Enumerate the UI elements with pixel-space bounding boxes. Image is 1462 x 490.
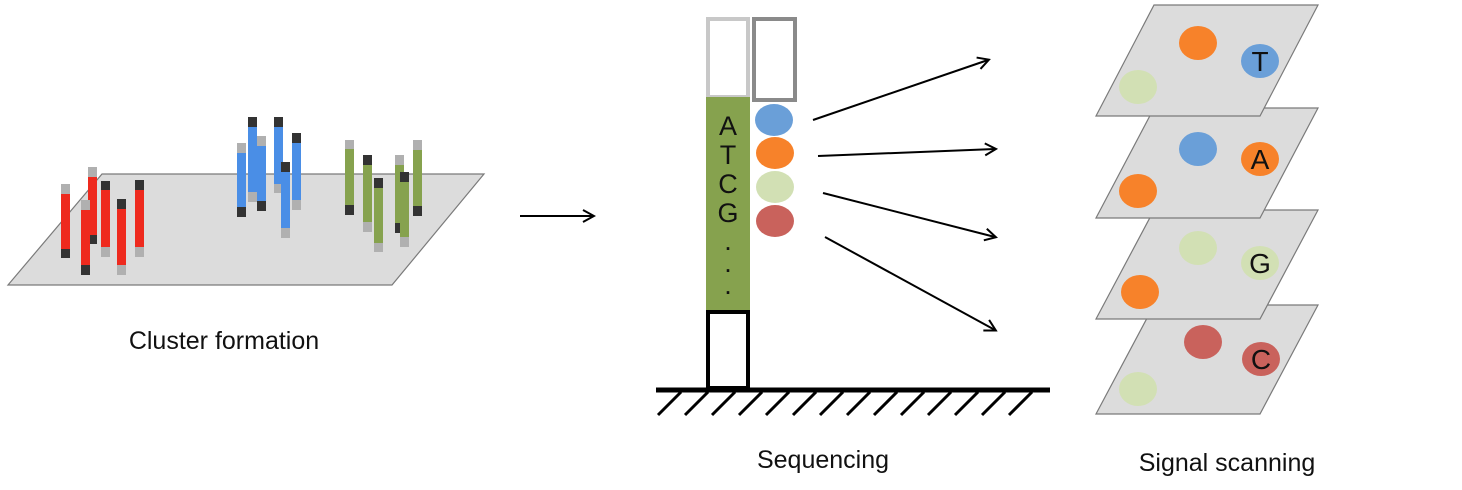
- blue-cluster: [237, 117, 301, 238]
- signal-arrow: [817, 149, 995, 157]
- signal-arrow: [824, 236, 995, 330]
- signal-scanning-panel: C G A T Signal scanning: [1095, 4, 1319, 477]
- badge-circle-g: [1241, 246, 1279, 280]
- signal-arrows: [812, 60, 995, 330]
- badge-circle-t: [1241, 44, 1279, 78]
- cluster-formation-label: Cluster formation: [129, 327, 319, 355]
- template-strand-anchor: [706, 310, 750, 390]
- sequence-letter: T: [720, 140, 737, 170]
- red-strand: [88, 167, 97, 244]
- red-strand: [117, 199, 126, 275]
- blue-strand: [292, 133, 301, 210]
- badge-circle-c: [1242, 342, 1280, 376]
- scan-panel-t: T: [1095, 4, 1319, 117]
- sequence-letter: A: [719, 111, 737, 141]
- sequence-letter: G: [717, 198, 738, 228]
- signal-arrow: [822, 192, 995, 237]
- sequencing-label: Sequencing: [757, 446, 889, 474]
- scan-panel-c: C: [1095, 304, 1319, 415]
- scan-panel-a: A: [1095, 107, 1319, 219]
- blue-strand: [237, 143, 246, 217]
- badge-letter-c: C: [1251, 344, 1271, 375]
- sequence-letter: C: [718, 169, 738, 199]
- scan-panel-g: G: [1095, 209, 1319, 320]
- olive-strand: [345, 140, 354, 215]
- olive-strand: [374, 178, 383, 252]
- blue-strand: [274, 117, 283, 193]
- red-strand: [61, 184, 70, 258]
- olive-cluster: [345, 140, 422, 252]
- blue-strand: [281, 162, 290, 238]
- olive-strand: [413, 140, 422, 216]
- nucleotide-orange: [756, 137, 794, 169]
- badge-letter-g: G: [1249, 248, 1271, 279]
- sequence-dot: .: [724, 226, 732, 256]
- badge-letter-t: T: [1251, 46, 1268, 77]
- red-strand: [101, 181, 110, 257]
- ground-surface: [656, 387, 1050, 417]
- template-strand-filled: [706, 97, 750, 310]
- red-strand: [81, 200, 90, 275]
- olive-strand: [395, 155, 404, 233]
- red-strand: [135, 180, 144, 257]
- blue-strand: [248, 117, 257, 202]
- signal-scanning-label: Signal scanning: [1139, 449, 1316, 477]
- sequence-dot: .: [724, 248, 732, 278]
- sequence-dot: .: [724, 270, 732, 300]
- olive-strand: [400, 172, 409, 247]
- olive-strand: [363, 155, 372, 232]
- sequencing-panel: A T C G . . .: [656, 17, 1050, 474]
- badge-letter-a: A: [1251, 144, 1270, 175]
- nucleotide-blue: [755, 104, 793, 136]
- badge-circle-a: [1241, 142, 1279, 176]
- nucleotide-slot: [752, 17, 797, 102]
- nucleotide-red: [756, 205, 794, 237]
- cluster-formation-panel: Cluster formation: [6, 117, 486, 355]
- template-strand-top-empty: [706, 17, 750, 99]
- signal-arrow: [812, 60, 988, 121]
- blue-strand: [257, 136, 266, 211]
- red-cluster: [61, 167, 144, 275]
- nucleotide-green: [756, 171, 794, 203]
